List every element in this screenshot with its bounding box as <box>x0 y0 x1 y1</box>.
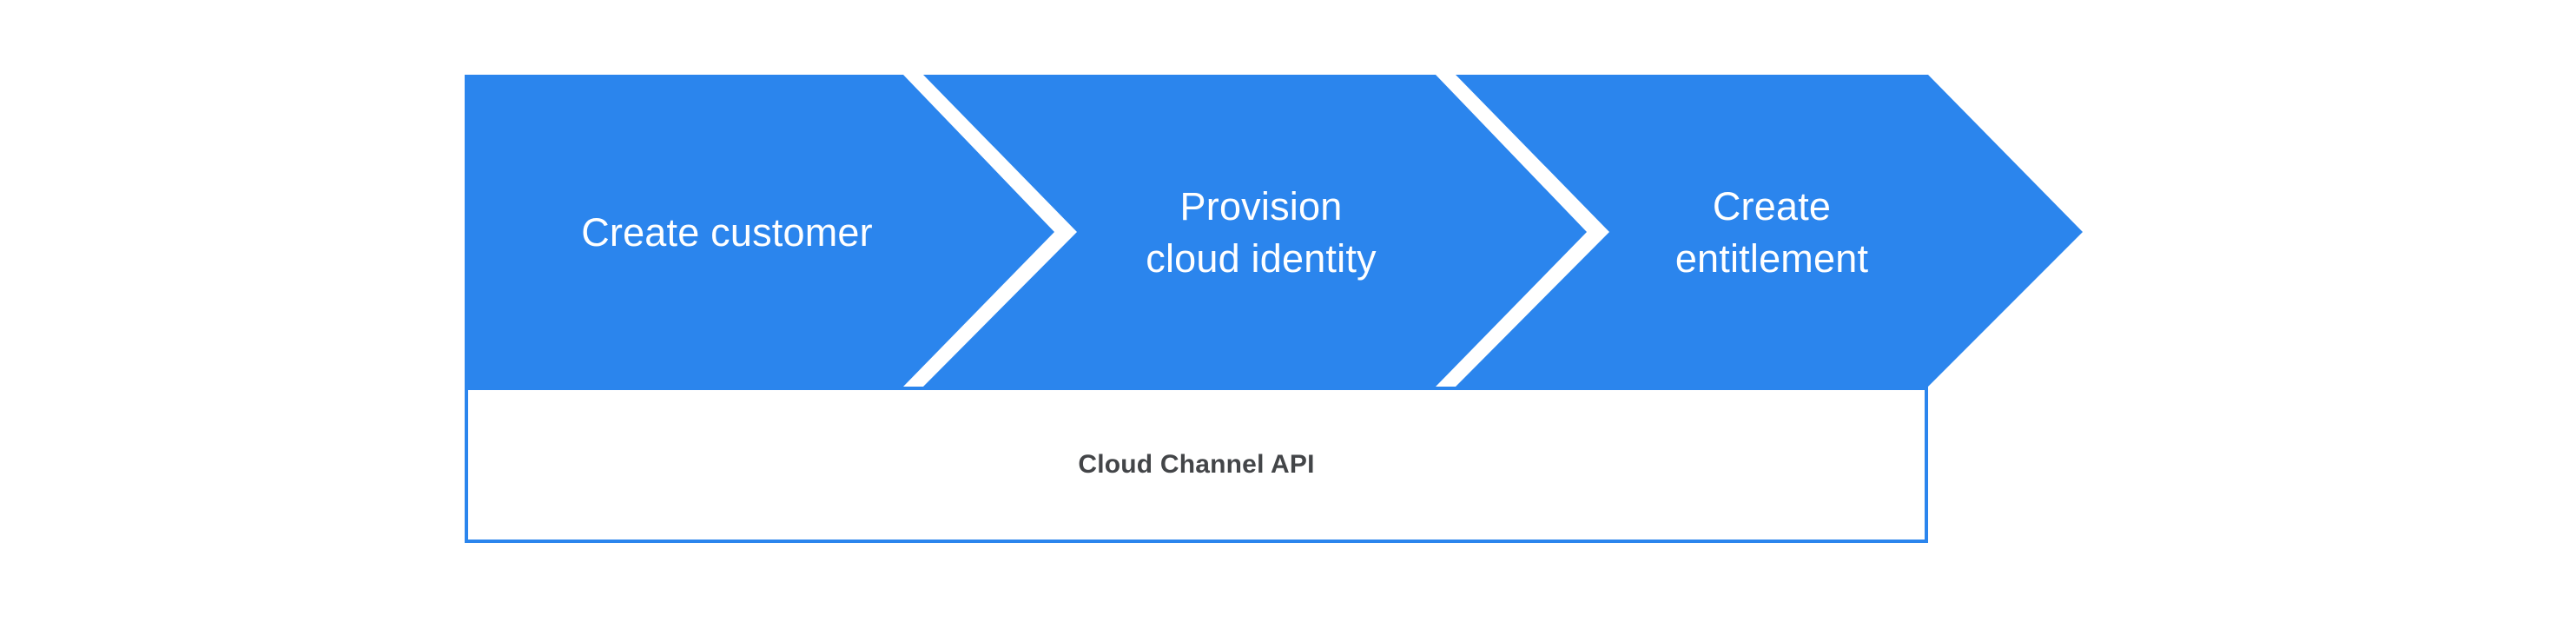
step-label-create-entitlement: Create entitlement <box>1674 184 1869 281</box>
step-label-provision-cloud-identity: Provision cloud identity <box>1146 184 1377 281</box>
cloud-channel-api-box: Cloud Channel API <box>465 387 1928 543</box>
cloud-channel-api-label: Cloud Channel API <box>1078 450 1315 479</box>
step-label-create-customer: Create customer <box>581 210 873 255</box>
